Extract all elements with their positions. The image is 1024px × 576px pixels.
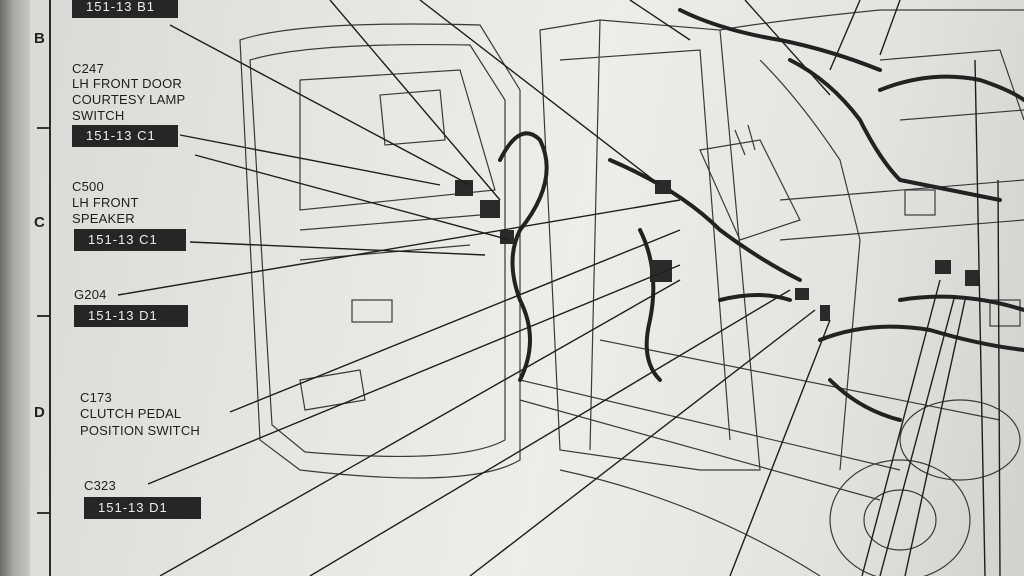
zone-label-d: D [34, 404, 45, 421]
c500-ref-box: 151-13 C1 [74, 229, 186, 251]
zone-label-c: C [34, 214, 45, 231]
c173-desc-2: POSITION SWITCH [80, 423, 200, 438]
zone-tick-bc [37, 127, 49, 129]
c247-id: C247 [72, 61, 104, 76]
zone-tick-cd [37, 315, 49, 317]
c173-id: C173 [80, 390, 112, 405]
c500-desc-1: LH FRONT [72, 195, 139, 210]
c500-id: C500 [72, 179, 104, 194]
g204-ref-box: 151-13 D1 [74, 305, 188, 327]
c500-desc-2: SPEAKER [72, 211, 135, 226]
margin-rule [49, 0, 51, 576]
c247-desc-2: COURTESY LAMP [72, 92, 186, 107]
c247-ref-box: 151-13 C1 [72, 125, 178, 147]
zone-label-b: B [34, 30, 45, 47]
c323-ref-box: 151-13 D1 [84, 497, 201, 519]
vehicle-outline [239, 9, 1024, 576]
page-binding-shadow [0, 0, 30, 576]
zone-tick-d [37, 512, 49, 514]
c247-desc-1: LH FRONT DOOR [72, 76, 182, 91]
wire-harness [498, 8, 1024, 422]
g204-id: G204 [74, 287, 107, 302]
c247-desc-3: SWITCH [72, 108, 125, 123]
c173-desc-1: CLUTCH PEDAL [80, 406, 182, 421]
c323-id: C323 [84, 478, 116, 493]
ref-box-top: 151-13 B1 [72, 0, 178, 18]
leader-lines [117, 0, 1001, 576]
